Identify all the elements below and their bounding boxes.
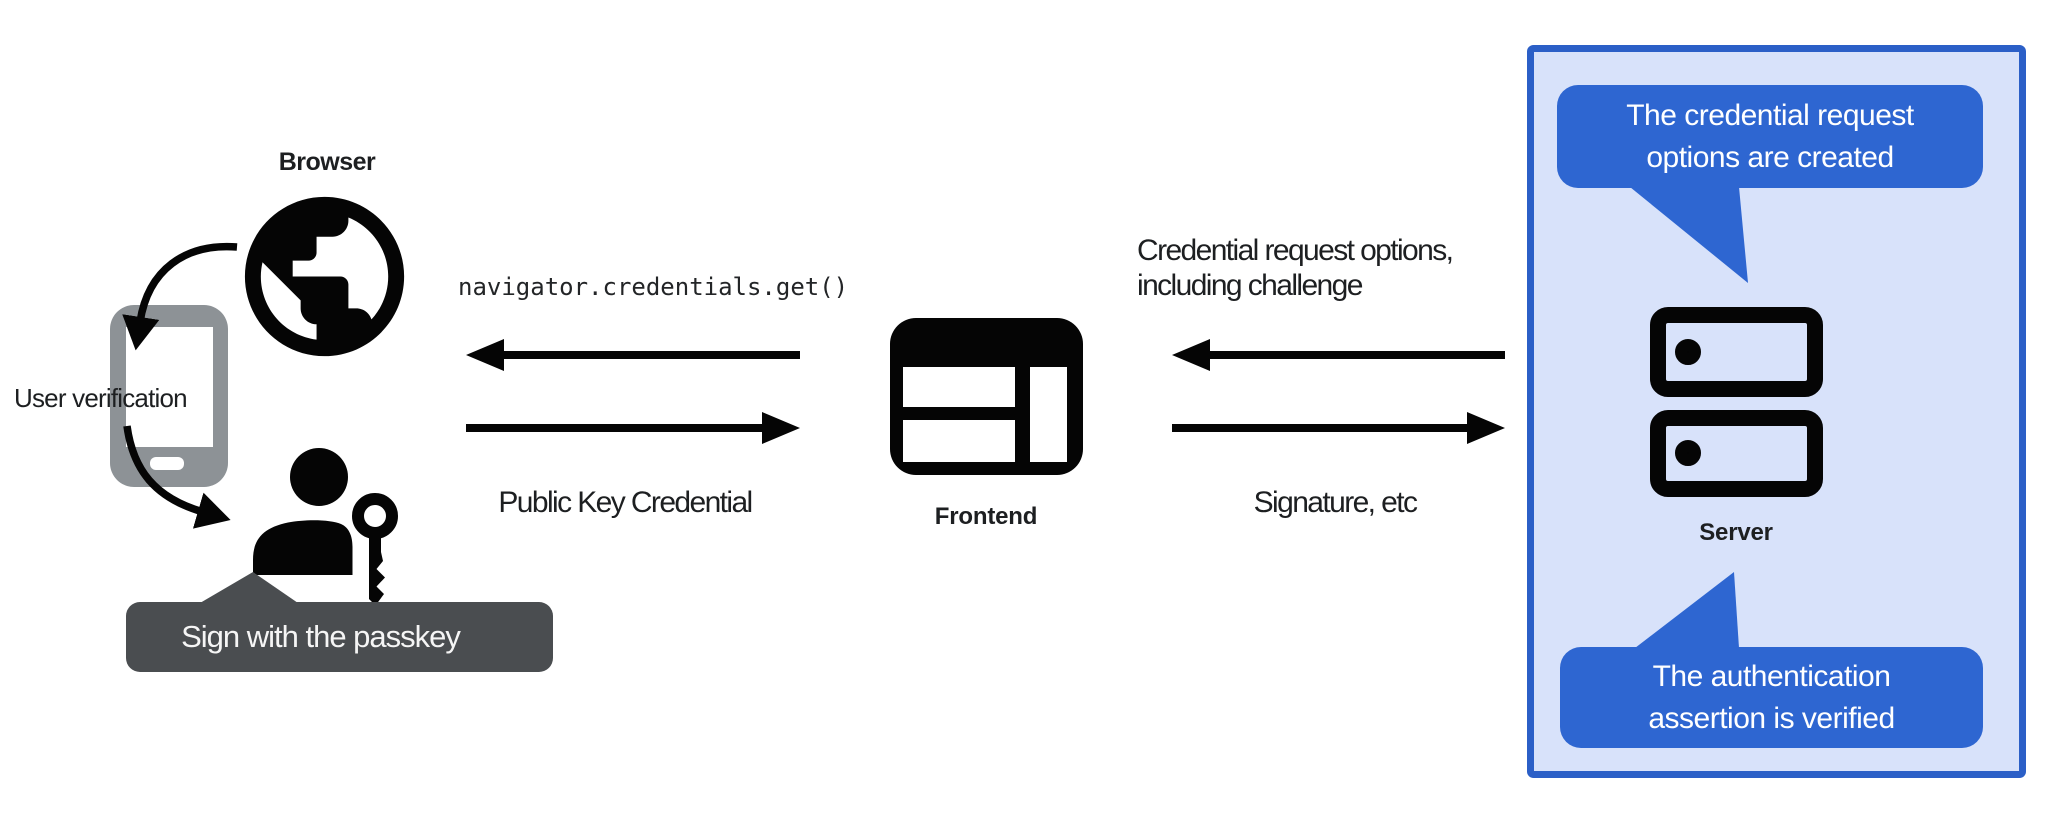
top-speech-bubble-text: The credential request options are creat… — [1557, 85, 1983, 188]
credential-request-options-line1: Credential request options, — [1137, 234, 1454, 267]
top-speech-bubble-line1: The credential request — [1626, 98, 1914, 132]
top-speech-bubble-line2: options are created — [1646, 140, 1894, 174]
arrow-browser-to-phone — [122, 242, 238, 351]
public-key-credential-label: Public Key Credential — [498, 486, 753, 519]
arrow-browser-to-frontend — [466, 412, 800, 444]
browser-window-icon — [890, 318, 1083, 475]
globe-icon — [244, 196, 405, 357]
navigator-credentials-get-label: navigator.credentials.get() — [458, 273, 849, 301]
credential-request-options-label: Credential request options, including ch… — [1137, 233, 1454, 303]
bottom-speech-bubble — [1560, 647, 1983, 748]
arrow-server-to-frontend — [1172, 339, 1505, 371]
top-speech-bubble — [1557, 85, 1983, 188]
server-label: Server — [1699, 519, 1773, 546]
person-icon — [253, 448, 353, 575]
key-icon — [352, 493, 398, 606]
credential-request-options-line2: including challenge — [1137, 269, 1363, 302]
bottom-speech-bubble-line2: assertion is verified — [1648, 701, 1895, 735]
bottom-speech-bubble-line1: The authentication — [1652, 659, 1891, 693]
browser-label: Browser — [278, 148, 376, 176]
passkey-tooltip-label: Sign with the passkey — [181, 619, 461, 654]
arrow-phone-to-user — [123, 425, 231, 529]
bottom-speech-bubble-tail — [1635, 572, 1739, 648]
passkey-tooltip-shape — [126, 572, 553, 672]
user-verification-label: User verification — [14, 383, 188, 413]
arrow-frontend-to-browser — [466, 339, 800, 371]
signature-label: Signature, etc — [1253, 486, 1418, 519]
top-speech-bubble-tail — [1630, 187, 1748, 283]
arrow-frontend-to-server — [1172, 412, 1505, 444]
server-icon — [1650, 307, 1823, 497]
frontend-label: Frontend — [934, 503, 1038, 530]
smartphone-icon — [110, 305, 228, 487]
bottom-speech-bubble-text: The authentication assertion is verified — [1560, 647, 1983, 748]
